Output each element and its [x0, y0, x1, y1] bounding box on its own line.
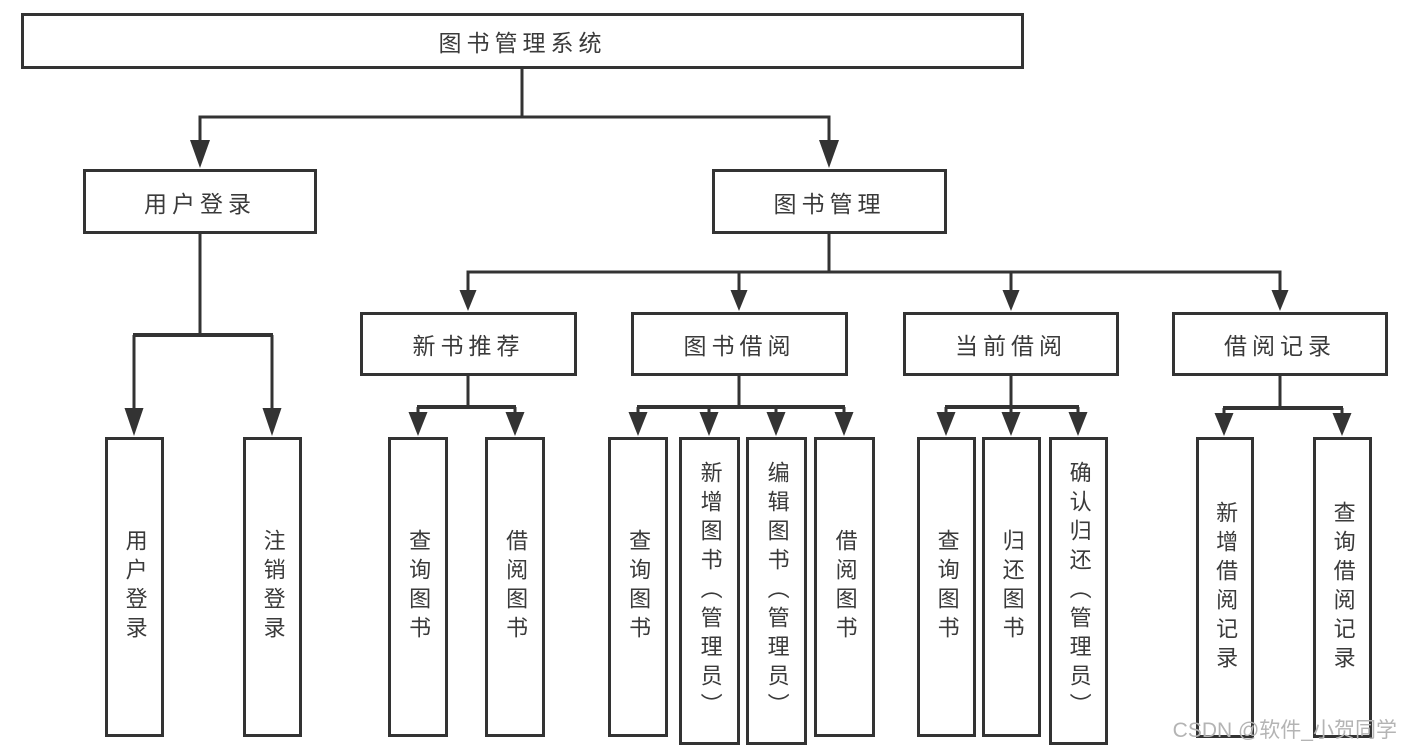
- node-current-borrow-label: 当前借阅: [955, 333, 1067, 359]
- node-return-books-label: 归还图书: [999, 529, 1025, 645]
- node-recommend-query-books-label: 查询图书: [406, 529, 432, 645]
- node-book-management: 图书管理: [712, 169, 947, 234]
- node-book-management-label: 图书管理: [773, 190, 886, 217]
- node-add-books-admin-label: 新增图书（管理员）: [697, 460, 723, 722]
- node-borrow-query-books-label: 查询图书: [626, 529, 652, 645]
- node-borrow-query-books: 查询图书: [608, 437, 668, 737]
- node-user-login: 用户登录: [83, 169, 317, 234]
- node-current-query-books: 查询图书: [917, 437, 976, 737]
- node-confirm-return-admin: 确认归还（管理员）: [1049, 437, 1108, 745]
- node-add-books-admin: 新增图书（管理员）: [679, 437, 740, 745]
- node-login: 用户登录: [105, 437, 164, 737]
- node-edit-books-admin: 编辑图书（管理员）: [746, 437, 807, 745]
- node-add-borrow-record-label: 新增借阅记录: [1213, 500, 1239, 675]
- node-recommend-borrow-books-label: 借阅图书: [503, 529, 529, 645]
- node-logout: 注销登录: [243, 437, 302, 737]
- node-book-borrow-label: 图书借阅: [683, 333, 796, 359]
- node-recommend-borrow-books: 借阅图书: [485, 437, 545, 737]
- node-user-login-label: 用户登录: [144, 190, 256, 217]
- node-borrow-books-label: 借阅图书: [832, 529, 858, 645]
- node-add-borrow-record: 新增借阅记录: [1196, 437, 1254, 738]
- node-current-borrow: 当前借阅: [903, 312, 1119, 376]
- node-root: 图书管理系统: [21, 13, 1024, 69]
- node-current-query-books-label: 查询图书: [934, 529, 960, 645]
- csdn-watermark: CSDN @软件_小贺同学: [1172, 719, 1397, 742]
- node-borrow-books: 借阅图书: [814, 437, 875, 737]
- node-logout-label: 注销登录: [260, 529, 286, 645]
- node-new-book-recommend-label: 新书推荐: [412, 333, 525, 359]
- node-return-books: 归还图书: [982, 437, 1041, 737]
- node-recommend-query-books: 查询图书: [388, 437, 448, 737]
- node-borrow-records: 借阅记录: [1172, 312, 1388, 376]
- node-root-label: 图书管理系统: [438, 30, 607, 56]
- node-confirm-return-admin-label: 确认归还（管理员）: [1066, 460, 1092, 722]
- node-new-book-recommend: 新书推荐: [360, 312, 577, 376]
- node-login-label: 用户登录: [122, 529, 148, 645]
- node-borrow-records-label: 借阅记录: [1224, 333, 1336, 359]
- node-query-borrow-record: 查询借阅记录: [1313, 437, 1372, 738]
- node-book-borrow: 图书借阅: [631, 312, 848, 376]
- node-query-borrow-record-label: 查询借阅记录: [1330, 500, 1356, 675]
- node-edit-books-admin-label: 编辑图书（管理员）: [764, 460, 790, 722]
